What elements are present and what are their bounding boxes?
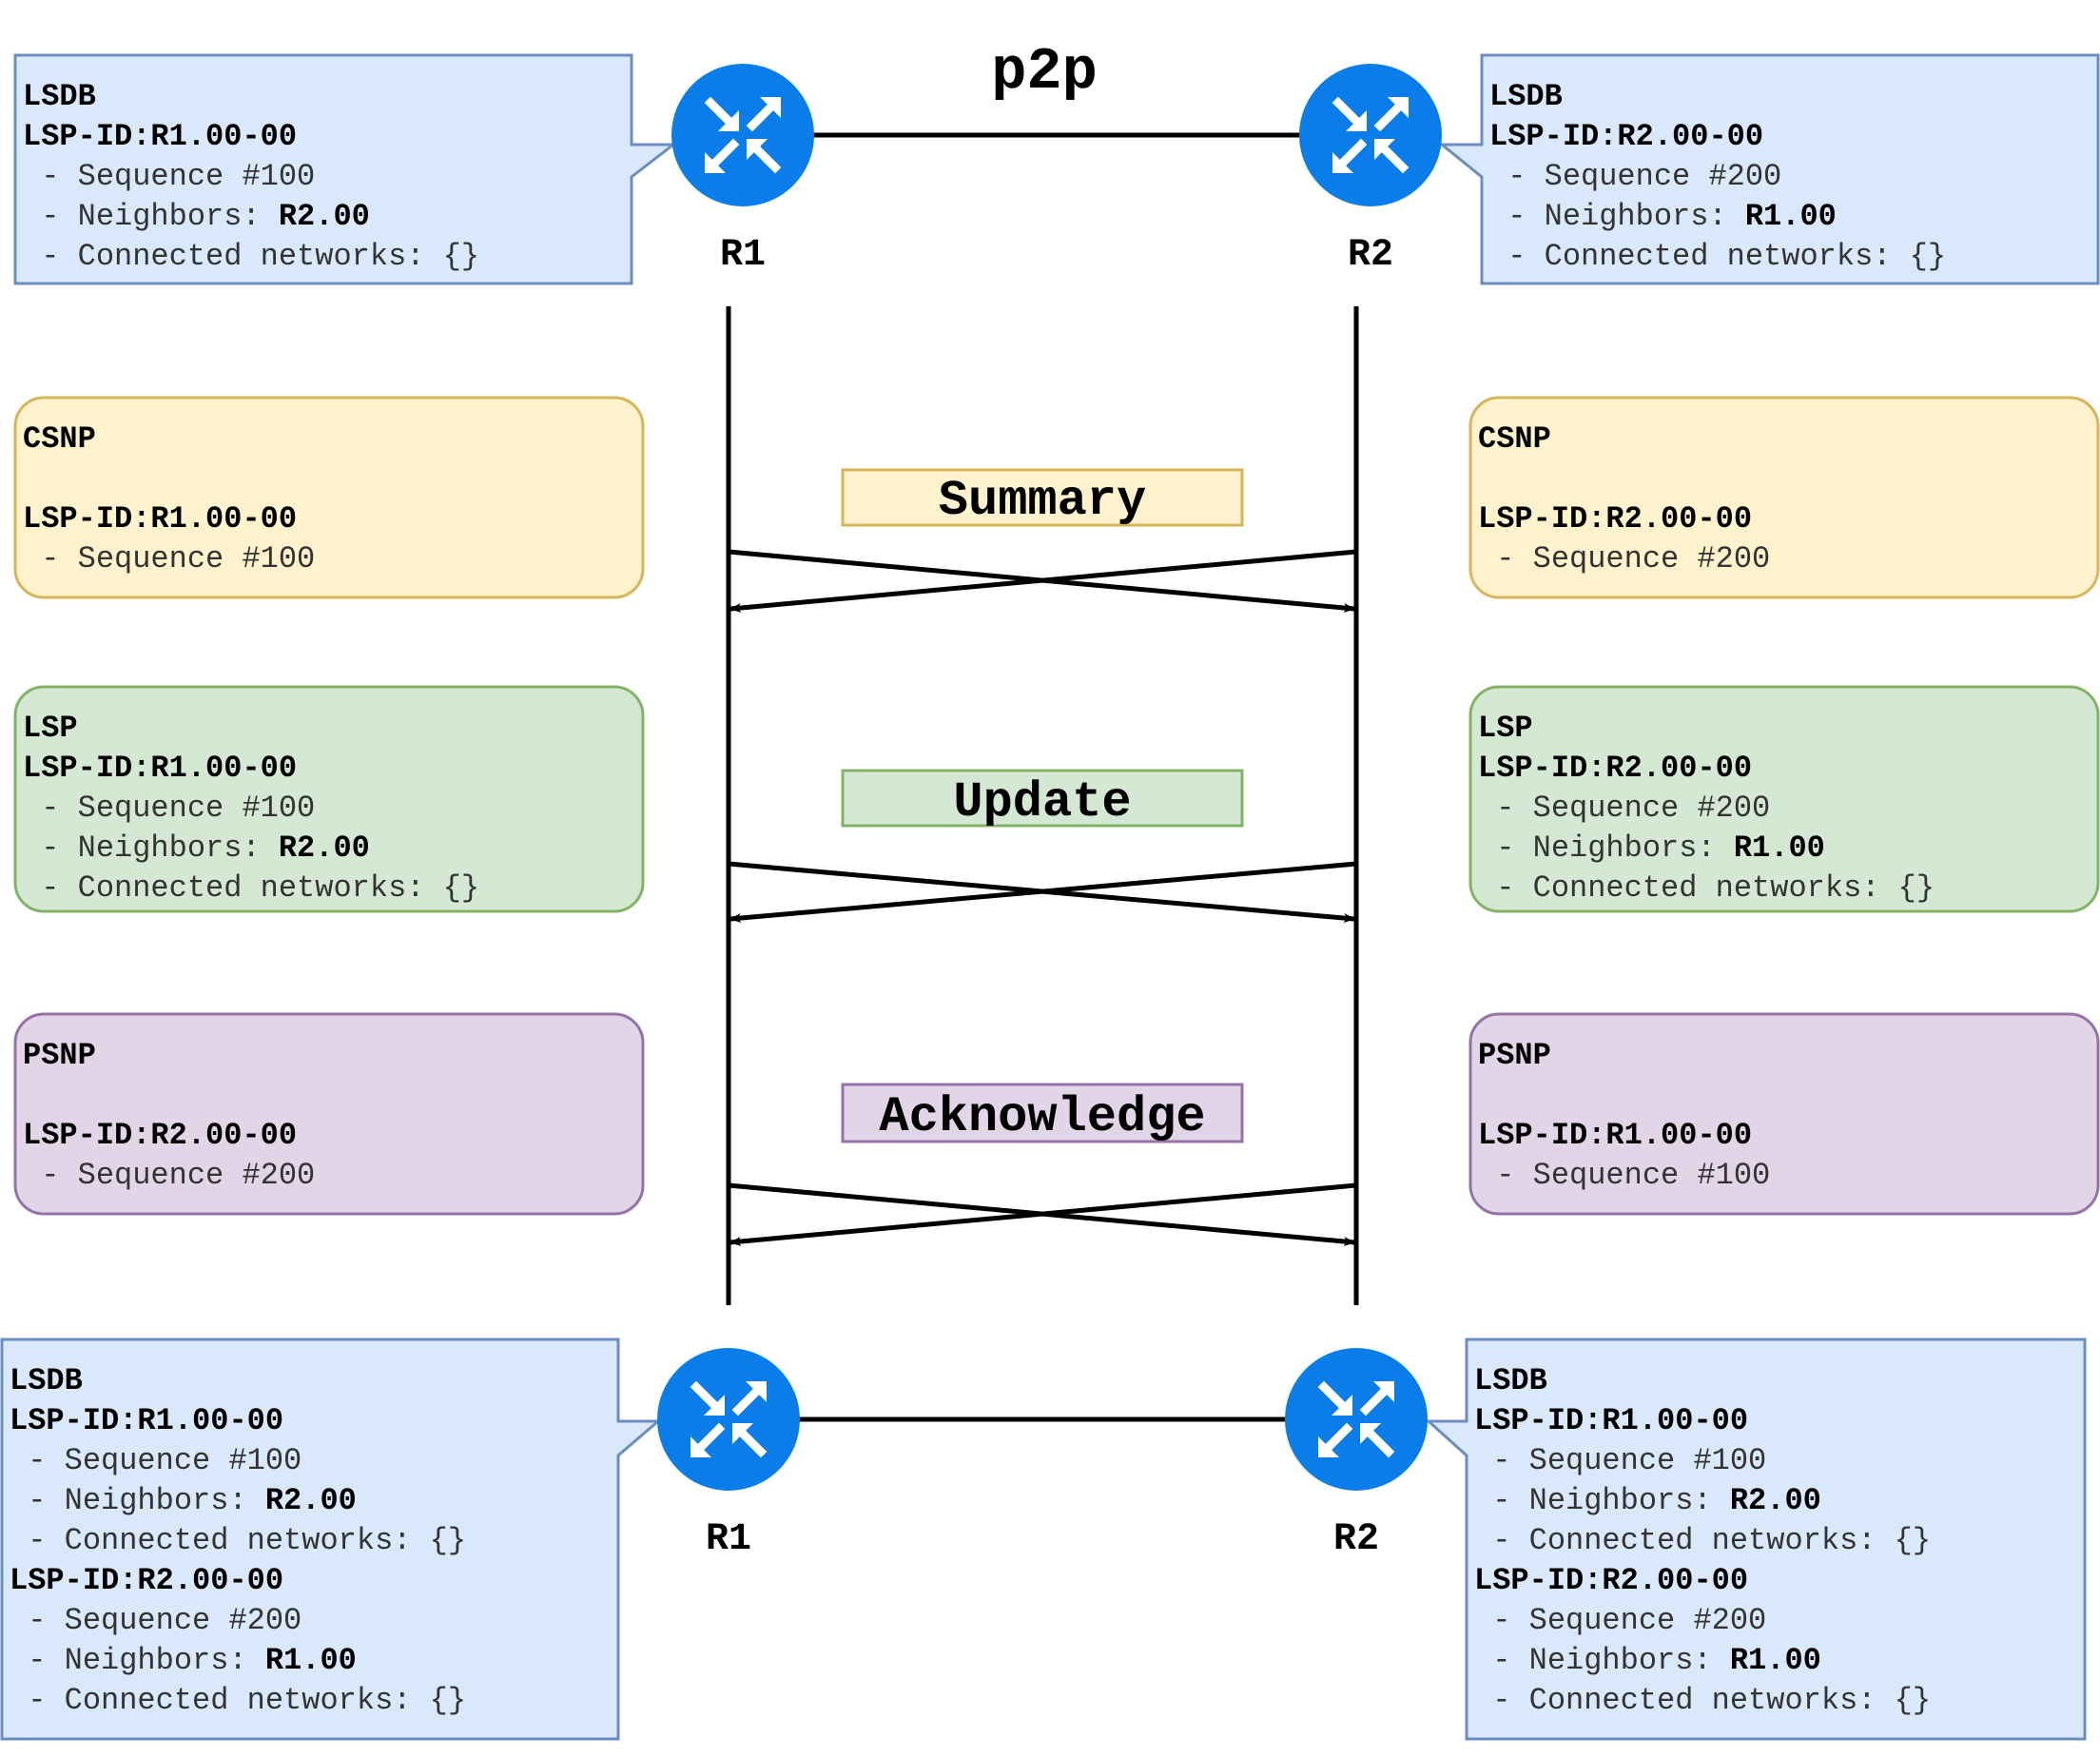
neighbors: - Neighbors: R1.00 [1478, 830, 1825, 866]
connected-networks: - Connected networks: {} [1489, 239, 1946, 274]
lsp-title: LSP [23, 711, 78, 746]
lsp-right-box: LSP LSP-ID:R2.00-00 - Sequence #200 - Ne… [1468, 685, 2100, 913]
csnp-right-box: CSNP LSP-ID:R2.00-00 - Sequence #200 [1468, 396, 2100, 599]
neighbors: - Neighbors: R1.00 [10, 1643, 357, 1678]
neighbors: - Neighbors: R2.00 [10, 1483, 357, 1518]
router-label: R1 [720, 234, 766, 277]
sequence: - Sequence #100 [23, 791, 315, 826]
phase-update: Update [841, 769, 1244, 830]
lsdb-top-right-callout: LSDB LSP-ID:R2.00-00 - Sequence #200 - N… [1437, 53, 2100, 285]
router-icon [671, 64, 814, 206]
lsdb-title: LSDB [23, 79, 96, 114]
psnp-title: PSNP [23, 1038, 96, 1073]
phase-acknowledge: Acknowledge [841, 1083, 1244, 1145]
router-label: R1 [706, 1518, 751, 1561]
lsp-id: LSP-ID:R1.00-00 [23, 119, 297, 154]
sequence: - Sequence #100 [23, 159, 315, 194]
router-label: R2 [1348, 234, 1393, 277]
router-icon [1285, 1348, 1428, 1491]
lsdb-title: LSDB [1489, 79, 1563, 114]
router-r1-bottom: R1 [657, 1348, 800, 1561]
sequence: - Sequence #200 [1478, 541, 1770, 576]
lsp-title: LSP [1478, 711, 1533, 746]
connected-networks: - Connected networks: {} [10, 1523, 466, 1558]
neighbors: - Neighbors: R2.00 [23, 199, 370, 234]
update-arrow-r2-to-r1 [729, 861, 1357, 924]
lsp-left-box: LSP LSP-ID:R1.00-00 - Sequence #100 - Ne… [13, 685, 645, 913]
lsdb-top-left-callout: LSDB LSP-ID:R1.00-00 - Sequence #100 - N… [13, 53, 678, 285]
sequence: - Sequence #200 [1478, 791, 1770, 826]
lsdb-bottom-right-callout: LSDB LSP-ID:R1.00-00 - Sequence #100 - N… [1425, 1338, 2087, 1741]
lsp-id: LSP-ID:R2.00-00 [1478, 501, 1752, 537]
phase-summary: Summary [841, 468, 1244, 529]
router-icon [657, 1348, 800, 1491]
lsp-id: LSP-ID:R2.00-00 [1489, 119, 1763, 154]
lsp-id: LSP-ID:R1.00-00 [23, 751, 297, 786]
lsp-id: LSP-ID:R2.00-00 [1478, 751, 1752, 786]
sequence: - Sequence #200 [1489, 159, 1781, 194]
lsdb-title: LSDB [1474, 1363, 1547, 1398]
summary-arrow-r2-to-r1 [729, 549, 1357, 613]
lsp-id: LSP-ID:R2.00-00 [10, 1563, 283, 1598]
link-label: p2p [991, 38, 1098, 106]
connected-networks: - Connected networks: {} [1474, 1523, 1931, 1558]
psnp-left-box: PSNP LSP-ID:R2.00-00 - Sequence #200 [13, 1012, 645, 1216]
csnp-title: CSNP [1478, 421, 1551, 457]
sequence: - Sequence #100 [10, 1443, 301, 1478]
neighbors: - Neighbors: R2.00 [1474, 1483, 1821, 1518]
csnp-title: CSNP [23, 421, 96, 457]
lsp-id: LSP-ID:R1.00-00 [1474, 1403, 1748, 1438]
sequence: - Sequence #200 [23, 1158, 315, 1193]
connected-networks: - Connected networks: {} [23, 870, 479, 906]
neighbors: - Neighbors: R1.00 [1489, 199, 1837, 234]
router-icon [1299, 64, 1442, 206]
router-r2-bottom: R2 [1285, 1348, 1428, 1561]
connected-networks: - Connected networks: {} [1478, 870, 1935, 906]
sequence: - Sequence #100 [1474, 1443, 1766, 1478]
lsdb-title: LSDB [10, 1363, 83, 1398]
lsp-id: LSP-ID:R1.00-00 [10, 1403, 283, 1438]
lsp-id: LSP-ID:R2.00-00 [23, 1118, 297, 1153]
sequence: - Sequence #100 [1478, 1158, 1770, 1193]
psnp-title: PSNP [1478, 1038, 1551, 1073]
router-label: R2 [1333, 1518, 1379, 1561]
csnp-left-box: CSNP LSP-ID:R1.00-00 - Sequence #100 [13, 396, 645, 599]
sequence: - Sequence #200 [1474, 1603, 1766, 1638]
phase-label: Summary [939, 473, 1146, 529]
phase-label: Acknowledge [879, 1089, 1205, 1145]
lsdb-bottom-left-callout: LSDB LSP-ID:R1.00-00 - Sequence #100 - N… [0, 1338, 663, 1741]
connected-networks: - Connected networks: {} [10, 1683, 466, 1718]
lsp-id: LSP-ID:R1.00-00 [23, 501, 297, 537]
router-r2-top: R2 [1299, 64, 1442, 277]
router-r1-top: R1 [671, 64, 814, 277]
psnp-right-box: PSNP LSP-ID:R1.00-00 - Sequence #100 [1468, 1012, 2100, 1216]
connected-networks: - Connected networks: {} [1474, 1683, 1931, 1718]
lsp-id: LSP-ID:R1.00-00 [1478, 1118, 1752, 1153]
connected-networks: - Connected networks: {} [23, 239, 479, 274]
lsp-id: LSP-ID:R2.00-00 [1474, 1563, 1748, 1598]
phase-label: Update [953, 774, 1131, 830]
ack-arrow-r2-to-r1 [729, 1182, 1357, 1246]
neighbors: - Neighbors: R1.00 [1474, 1643, 1821, 1678]
sequence: - Sequence #200 [10, 1603, 301, 1638]
sequence: - Sequence #100 [23, 541, 315, 576]
neighbors: - Neighbors: R2.00 [23, 830, 370, 866]
